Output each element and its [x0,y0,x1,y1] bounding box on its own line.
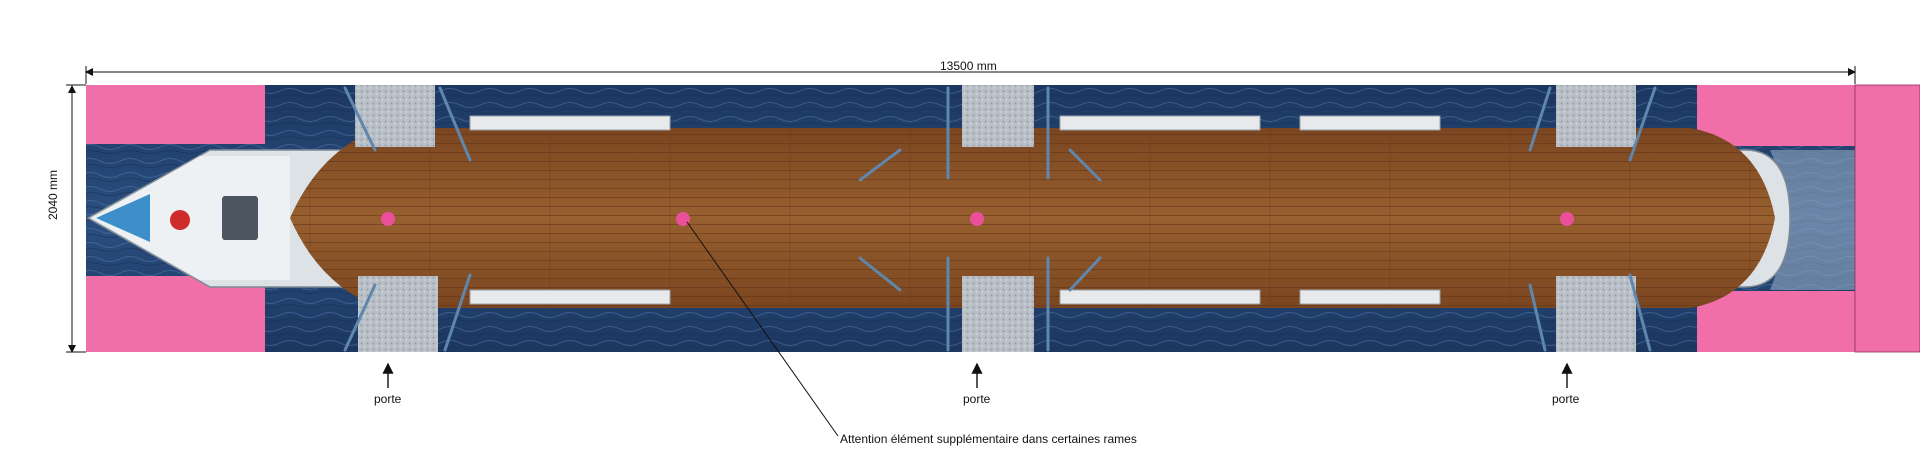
pink-zone-bottom-right [1697,291,1855,352]
door-label-1: porte [374,392,402,406]
bench-bottom-3 [1299,289,1441,305]
pink-zone-top-left [86,85,265,144]
door-panel-top-2 [962,85,1034,147]
height-dimension-label: 2040 mm [46,169,60,220]
bow-stripe [96,194,150,242]
door-panel-top-1 [355,85,435,147]
bench-top-3 [1299,115,1441,131]
door-panel-top-3 [1556,85,1636,147]
marker-dot-1 [381,212,395,226]
deck-planks [290,128,1775,308]
bench-bottom-1 [469,289,671,305]
door-panel-bottom-1 [358,276,438,352]
bench-top-1 [469,115,671,131]
bench-bottom-2 [1059,289,1261,305]
pink-zone-top-right [1697,85,1855,146]
pink-zone-edge-outline [1854,84,1920,353]
pink-zone-bottom-left [86,276,265,352]
ship-wake [1770,150,1855,290]
railings [343,86,1657,352]
marker-dot-2 [676,212,690,226]
bench-top-2 [1059,115,1261,131]
door-panel-bottom-3 [1556,276,1636,352]
door-panel-bottom-2 [962,276,1034,352]
bow-buoy [170,210,190,230]
bow-winch [222,196,258,240]
door-label-3: porte [1552,392,1580,406]
width-dimension-label: 13500 mm [940,59,997,73]
marker-dot-4 [1560,212,1574,226]
door-label-2: porte [963,392,991,406]
note-leader-line [686,221,839,437]
marker-dot-3 [970,212,984,226]
pink-zone-edge-right [1855,85,1920,352]
bow-foredeck [92,156,290,280]
warning-note: Attention élément supplémentaire dans ce… [840,432,1137,446]
